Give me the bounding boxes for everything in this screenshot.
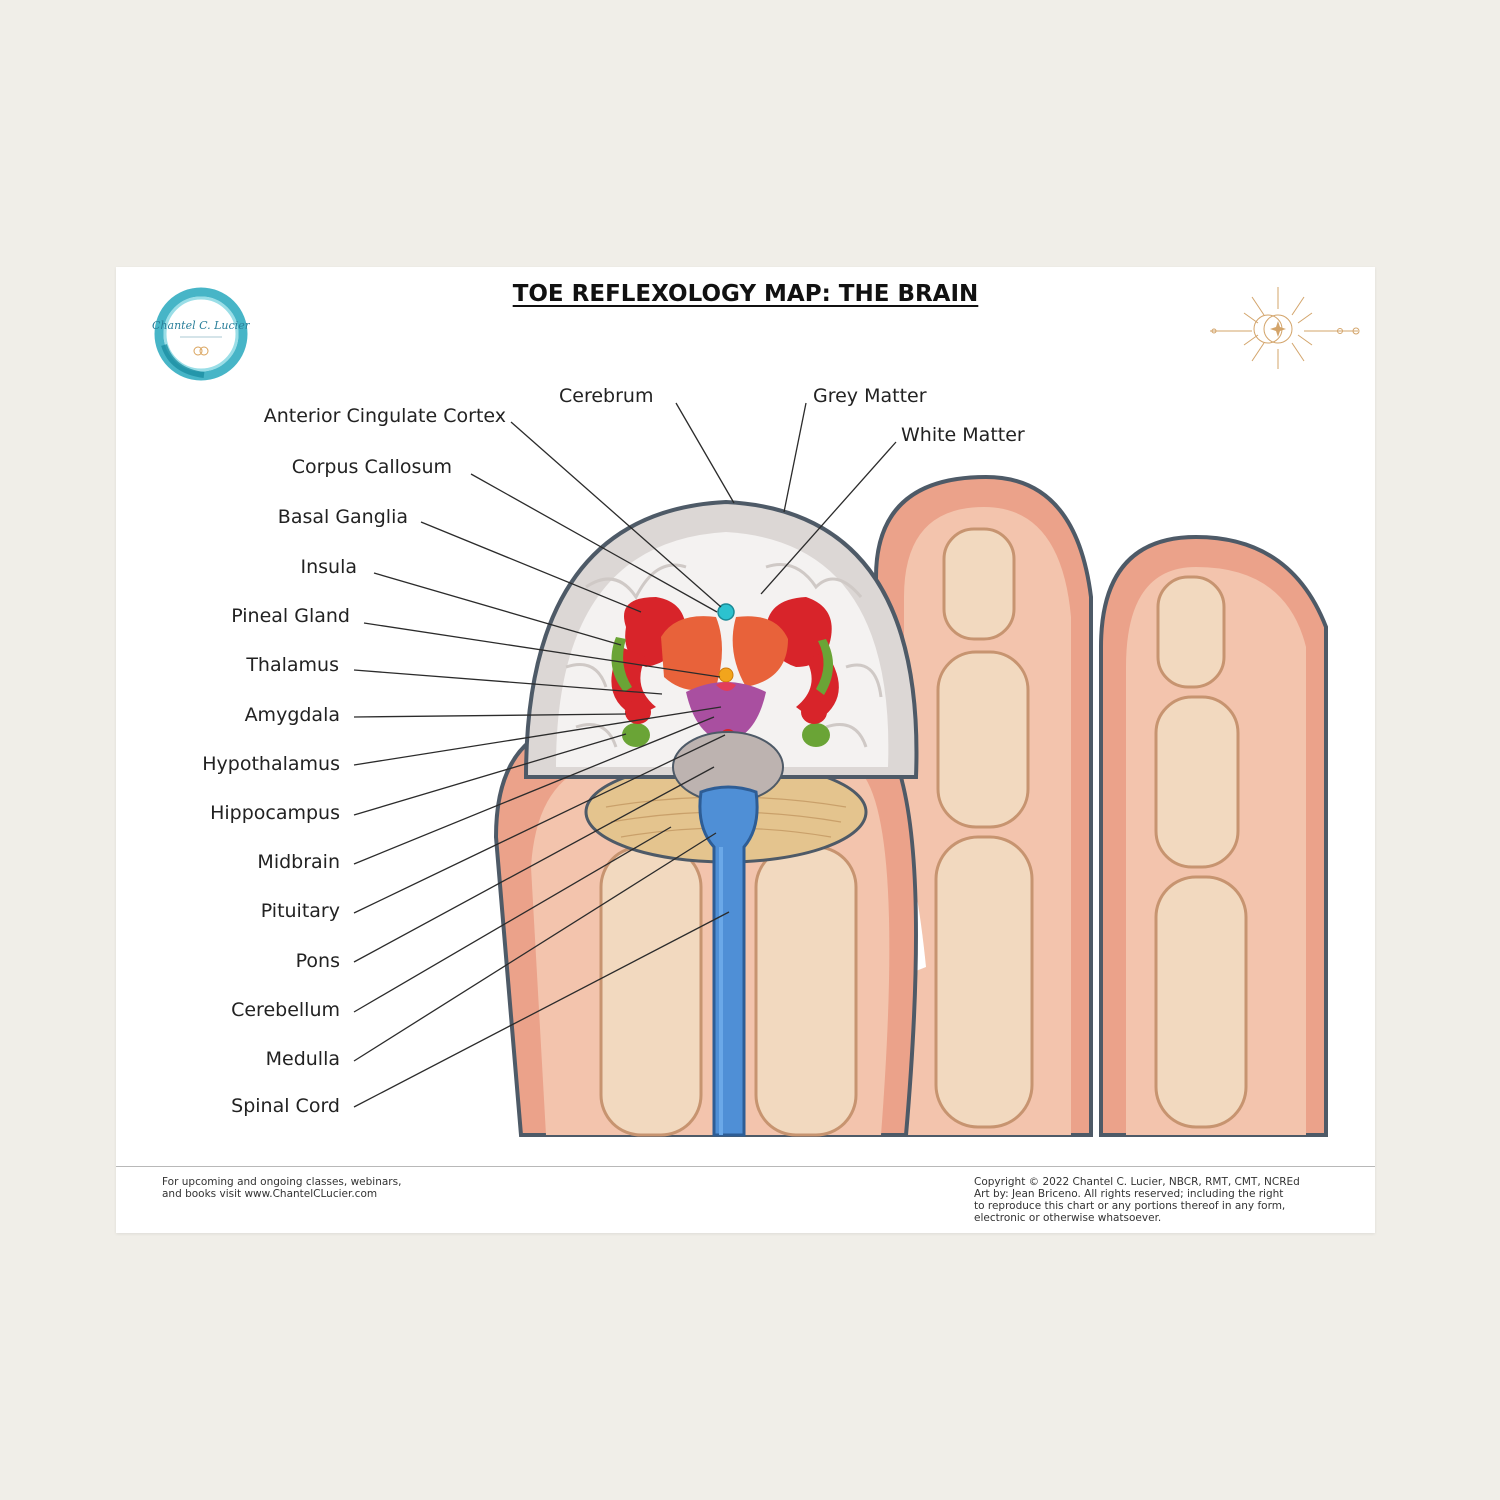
footer-right-line-2: Art by: Jean Briceno. All rights reserve… bbox=[974, 1188, 1284, 1200]
label-medulla: Medulla bbox=[265, 1048, 340, 1070]
circle-brand-logo: Chantel C. Lucier bbox=[152, 287, 250, 381]
footer-divider bbox=[116, 1166, 1375, 1167]
label-pituitary: Pituitary bbox=[260, 900, 340, 922]
footer-left-line-1: For upcoming and ongoing classes, webina… bbox=[162, 1176, 402, 1188]
label-cerebrum: Cerebrum bbox=[559, 385, 654, 407]
outer-toe bbox=[1099, 534, 1328, 1137]
label-amygdala: Amygdala bbox=[244, 704, 340, 726]
label-corpus-callosum: Corpus Callosum bbox=[291, 456, 452, 478]
label-insula: Insula bbox=[300, 556, 357, 578]
label-midbrain: Midbrain bbox=[257, 851, 340, 873]
label-grey-matter: Grey Matter bbox=[813, 385, 927, 407]
footer-info: For upcoming and ongoing classes, webina… bbox=[162, 1176, 522, 1200]
footer-right-line-4: electronic or otherwise whatsoever. bbox=[974, 1212, 1162, 1224]
footer-right-line-3: to reproduce this chart or any portions … bbox=[974, 1200, 1286, 1212]
brain-toe-diagram bbox=[353, 402, 1328, 1137]
label-pineal-gland: Pineal Gland bbox=[231, 605, 350, 627]
label-basal-ganglia: Basal Ganglia bbox=[277, 506, 408, 528]
chart-sheet: Chantel C. Lucier TOE REFLEXOLOGY MAP: T… bbox=[116, 267, 1375, 1233]
label-thalamus: Thalamus bbox=[246, 654, 339, 676]
label-pons: Pons bbox=[295, 950, 340, 972]
label-white-matter: White Matter bbox=[901, 424, 1025, 446]
label-hippocampus: Hippocampus bbox=[210, 802, 340, 824]
logo-text: Chantel C. Lucier bbox=[152, 319, 250, 332]
footer-left-line-2: and books visit www.ChantelCLucier.com bbox=[162, 1188, 378, 1200]
middle-toe bbox=[874, 474, 1093, 1137]
page-title: TOE REFLEXOLOGY MAP: THE BRAIN bbox=[512, 281, 979, 307]
footer-right-line-1: Copyright © 2022 Chantel C. Lucier, NBCR… bbox=[974, 1176, 1300, 1188]
label-anterior-cingulate-cortex: Anterior Cingulate Cortex bbox=[263, 405, 506, 427]
label-spinal-cord: Spinal Cord bbox=[231, 1095, 340, 1117]
label-hypothalamus: Hypothalamus bbox=[202, 753, 340, 775]
sun-moon-icon bbox=[1210, 287, 1360, 369]
label-cerebellum: Cerebellum bbox=[231, 999, 340, 1021]
footer-copyright: Copyright © 2022 Chantel C. Lucier, NBCR… bbox=[974, 1176, 1354, 1224]
